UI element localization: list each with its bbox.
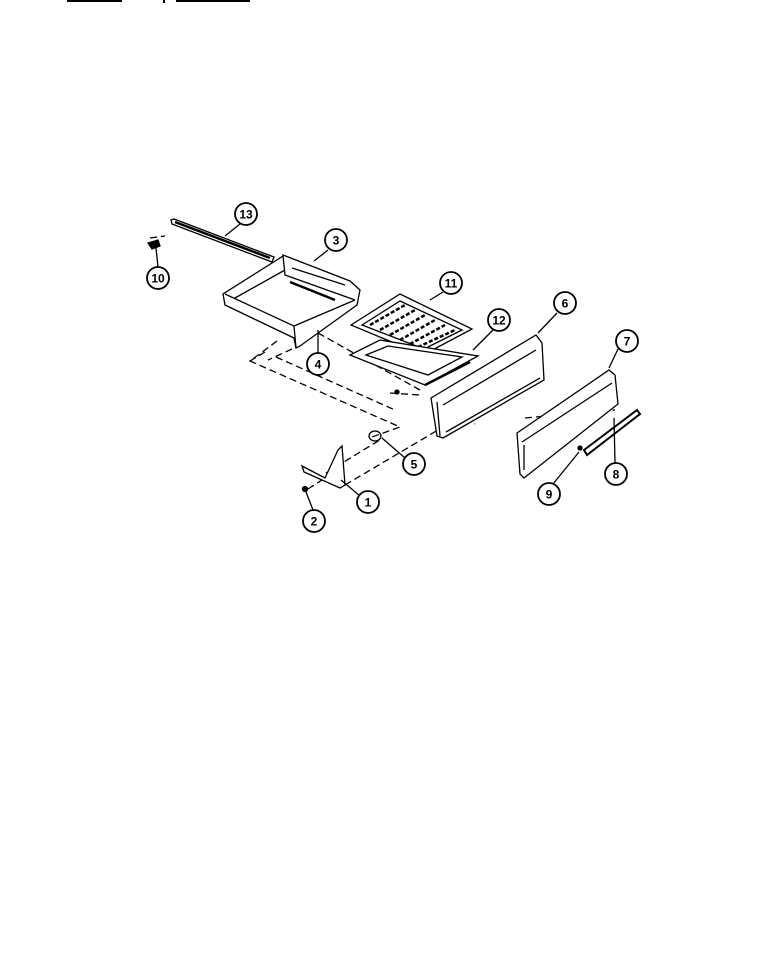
callout-label: 8 [613,468,620,482]
callout-9: 9 [537,482,561,506]
callout-2: 2 [302,509,326,533]
callout-10: 10 [146,266,170,290]
callout-circle [487,308,511,332]
callout-8: 8 [604,462,628,486]
callout-circle [615,329,639,353]
part-9-screw [577,445,583,451]
callout-label: 1 [365,496,372,510]
part-12-frame [348,339,480,387]
callout-7: 7 [615,329,639,353]
callout-label: 2 [311,515,318,529]
callout-label: 4 [315,358,322,372]
callout-circle [439,271,463,295]
callout-label: 6 [562,297,569,311]
callout-6: 6 [553,291,577,315]
callout-circle [604,462,628,486]
callout-circle [306,352,330,376]
callout-11: 11 [439,271,463,295]
part-1-bracket [300,444,346,489]
callout-circle [234,202,258,226]
part-2-screw [301,485,309,493]
callout-label: 12 [492,314,506,328]
part-5-ring [368,430,382,442]
callout-circle [553,291,577,315]
callout-5: 5 [402,452,426,476]
callout-12: 12 [487,308,511,332]
part-10-clip [146,239,161,250]
callout-4: 4 [306,352,330,376]
part-8-handle [582,408,642,457]
callout-label: 5 [411,458,418,472]
callout-circle [324,228,348,252]
callout-circle [146,266,170,290]
callout-label: 3 [333,234,340,248]
callout-circle [537,482,561,506]
callout-label: 10 [151,272,165,286]
part-13-rail [170,218,275,263]
part-6-panel [430,334,545,439]
leader-lines [155,223,619,511]
callout-1: 1 [356,490,380,514]
part-7-panel [516,369,619,479]
part-3-tray [222,254,361,349]
screw-mark [394,389,400,395]
callout-3: 3 [324,228,348,252]
header-rules [67,0,250,3]
callout-label: 9 [546,488,553,502]
callout-label: 13 [239,208,253,222]
callout-label: 7 [624,335,631,349]
callout-13: 13 [234,202,258,226]
callout-circle [402,452,426,476]
callout-label: 11 [445,277,458,291]
callout-circle [356,490,380,514]
callout-circle [302,509,326,533]
